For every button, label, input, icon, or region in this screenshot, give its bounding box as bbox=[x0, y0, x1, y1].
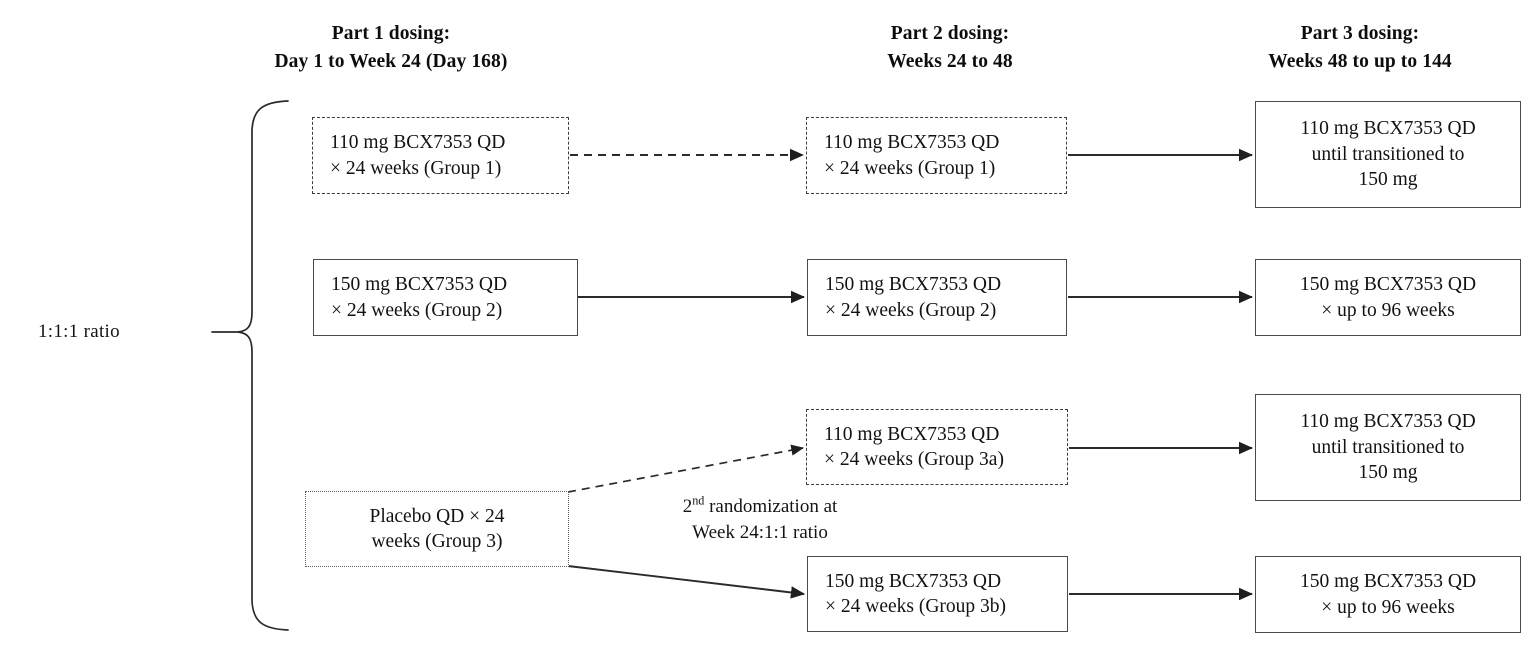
node-part2-group3b-line2: × 24 weeks (Group 3b) bbox=[825, 596, 1007, 617]
column-header-part1-line1: Part 1 dosing: bbox=[331, 23, 451, 44]
second-randomization-superscript: nd bbox=[692, 493, 705, 508]
node-part2-group2: 150 mg BCX7353 QD × 24 weeks (Group 2) bbox=[807, 259, 1067, 336]
node-part3-group3b-line1: 150 mg BCX7353 QD bbox=[1299, 571, 1477, 593]
column-header-part2-line2: Weeks 24 to 48 bbox=[887, 50, 1013, 72]
node-part3-group2: 150 mg BCX7353 QD × up to 96 weeks bbox=[1255, 259, 1521, 336]
node-part2-group2-line2: × 24 weeks (Group 2) bbox=[825, 299, 997, 321]
column-header-part2: Part 2 dosing: Weeks 24 to 48 bbox=[760, 20, 1140, 75]
second-randomization-annotation: 2nd randomization at Week 24:1:1 ratio bbox=[600, 494, 920, 546]
column-header-part1-line2: Day 1 to Week 24 (Day 168) bbox=[274, 50, 508, 72]
node-part2-group1: 110 mg BCX7353 QD × 24 weeks (Group 1) bbox=[806, 117, 1067, 194]
node-part1-group3: Placebo QD × 24 weeks (Group 3) bbox=[305, 491, 569, 567]
node-part2-group3a: 110 mg BCX7353 QD × 24 weeks (Group 3a) bbox=[806, 409, 1068, 485]
randomization-brace bbox=[211, 100, 289, 631]
randomization-ratio-label: 1:1:1 ratio bbox=[38, 321, 120, 342]
column-header-part3: Part 3 dosing: Weeks 48 to up to 144 bbox=[1195, 20, 1525, 75]
node-part3-group3a-line1: 110 mg BCX7353 QD bbox=[1300, 411, 1476, 433]
column-header-part1: Part 1 dosing: Day 1 to Week 24 (Day 168… bbox=[196, 20, 586, 75]
node-part2-group1-line1: 110 mg BCX7353 QD bbox=[824, 132, 1000, 154]
node-part1-group1-line1: 110 mg BCX7353 QD bbox=[330, 132, 506, 154]
node-part3-group3b: 150 mg BCX7353 QD × up to 96 weeks bbox=[1255, 556, 1521, 633]
node-part3-group1-line3: 150 mg bbox=[1358, 169, 1418, 191]
column-header-part3-line2: Weeks 48 to up to 144 bbox=[1268, 50, 1452, 72]
second-randomization-rest: randomization at bbox=[704, 496, 838, 517]
node-part1-group1-line2: × 24 weeks (Group 1) bbox=[330, 157, 502, 179]
node-part1-group3-line2: weeks (Group 3) bbox=[371, 531, 503, 552]
node-part3-group3a-line2: until transitioned to bbox=[1311, 436, 1465, 458]
node-part1-group2: 150 mg BCX7353 QD × 24 weeks (Group 2) bbox=[313, 259, 578, 336]
node-part3-group3b-line2: × up to 96 weeks bbox=[1321, 596, 1455, 618]
node-part2-group2-line1: 150 mg BCX7353 QD bbox=[825, 274, 1002, 296]
node-part3-group3a-line3: 150 mg bbox=[1358, 462, 1418, 484]
node-part3-group2-line2: × up to 96 weeks bbox=[1321, 299, 1455, 321]
arrow-placebo-to-p2g3b bbox=[567, 565, 806, 599]
arrow-placebo-to-p2g3a bbox=[567, 444, 805, 493]
column-header-part3-line1: Part 3 dosing: bbox=[1300, 23, 1420, 44]
column-header-part2-line1: Part 2 dosing: bbox=[890, 23, 1010, 44]
node-part1-group3-line1: Placebo QD × 24 bbox=[369, 505, 505, 527]
second-randomization-line2: Week 24:1:1 ratio bbox=[692, 521, 828, 543]
node-part1-group2-line2: × 24 weeks (Group 2) bbox=[331, 299, 503, 321]
node-part2-group3b: 150 mg BCX7353 QD × 24 weeks (Group 3b) bbox=[807, 556, 1068, 632]
node-part2-group3a-line1: 110 mg BCX7353 QD bbox=[824, 423, 1000, 445]
node-part2-group3a-line2: × 24 weeks (Group 3a) bbox=[824, 449, 1004, 470]
second-randomization-prefix: 2 bbox=[682, 496, 693, 517]
node-part3-group1-line1: 110 mg BCX7353 QD bbox=[1300, 118, 1476, 140]
second-randomization-line1: 2nd randomization at bbox=[600, 494, 920, 520]
node-part1-group2-line1: 150 mg BCX7353 QD bbox=[331, 274, 508, 296]
node-part1-group1: 110 mg BCX7353 QD × 24 weeks (Group 1) bbox=[312, 117, 569, 194]
node-part3-group3a: 110 mg BCX7353 QD until transitioned to … bbox=[1255, 394, 1521, 501]
node-part3-group2-line1: 150 mg BCX7353 QD bbox=[1299, 274, 1477, 296]
node-part3-group1-line2: until transitioned to bbox=[1311, 143, 1465, 165]
node-part2-group3b-line1: 150 mg BCX7353 QD bbox=[825, 570, 1002, 592]
node-part2-group1-line2: × 24 weeks (Group 1) bbox=[824, 157, 996, 179]
node-part3-group1: 110 mg BCX7353 QD until transitioned to … bbox=[1255, 101, 1521, 208]
